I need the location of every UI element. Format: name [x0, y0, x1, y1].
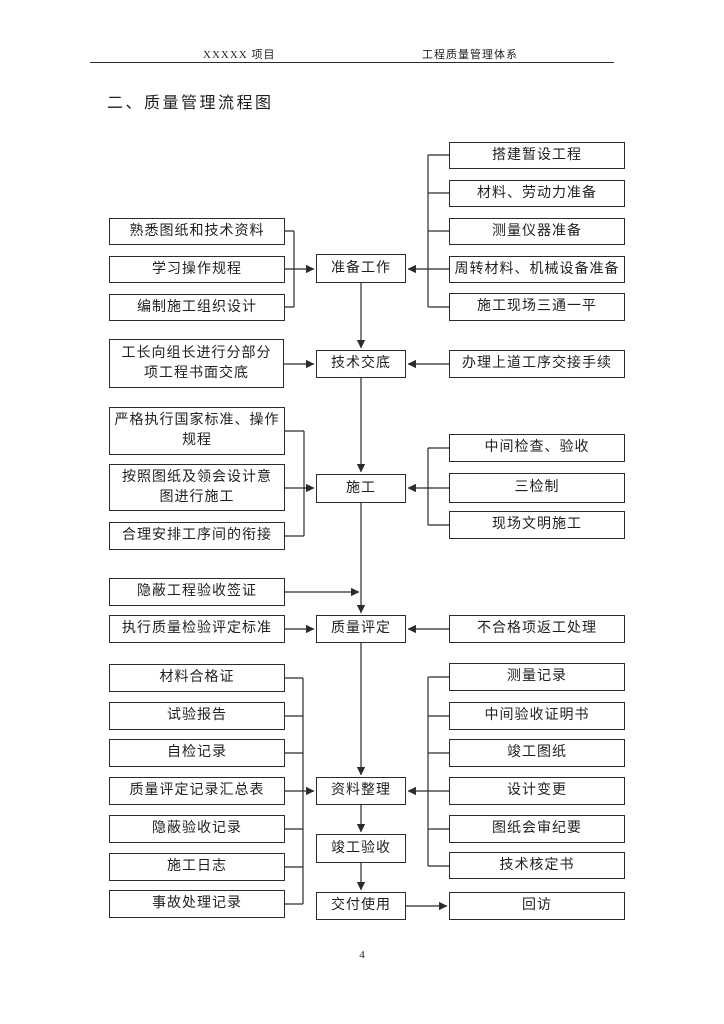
- flow-box-compile-construction-design: 编制施工组织设计: [109, 294, 285, 321]
- flow-box-prepare-work: 准备工作: [316, 254, 406, 283]
- flow-box-technical-disclosure: 技术交底: [316, 350, 406, 378]
- flow-box-hidden-work-signoff: 隐蔽工程验收签证: [109, 578, 285, 606]
- page-title: 二、质量管理流程图: [107, 95, 274, 112]
- flow-box-construction-log: 施工日志: [109, 853, 285, 881]
- flow-box-material-labor-preparation: 材料、劳动力准备: [449, 180, 625, 207]
- flow-box-intermediate-inspection: 中间检查、验收: [449, 434, 625, 462]
- flow-box-written-disclosure: 工长向组长进行分部分 项工程书面交底: [109, 339, 284, 388]
- flow-box-technical-verification: 技术核定书: [449, 852, 625, 879]
- page-number: 4: [359, 949, 365, 961]
- flow-box-quality-inspection-standards: 执行质量检验评定标准: [109, 615, 285, 643]
- flow-box-quality-evaluation: 质量评定: [316, 615, 406, 643]
- flow-box-data-collation: 资料整理: [316, 777, 406, 805]
- header-project-name: XXXXX 项目: [203, 49, 276, 61]
- header-document-system: 工程质量管理体系: [422, 49, 518, 61]
- flow-box-design-changes: 设计变更: [449, 777, 625, 805]
- flow-box-intermediate-acceptance-certificate: 中间验收证明书: [449, 702, 625, 730]
- flow-box-hidden-acceptance-records: 隐蔽验收记录: [109, 815, 285, 843]
- flow-box-drawing-review-minutes: 图纸会审纪要: [449, 815, 625, 843]
- flow-box-civilized-construction: 现场文明施工: [449, 511, 625, 539]
- flow-box-follow-drawings: 按照图纸及领会设计意 图进行施工: [109, 464, 285, 511]
- flow-box-arrange-processes: 合理安排工序间的衔接: [109, 522, 285, 550]
- flow-box-survey-instruments: 测量仪器准备: [449, 218, 625, 245]
- flow-box-familiarize-drawings: 熟悉图纸和技术资料: [109, 218, 285, 245]
- flow-box-site-three-connections: 施工现场三通一平: [449, 293, 625, 321]
- flow-box-learn-procedures: 学习操作规程: [109, 256, 285, 283]
- flow-box-handover: 交付使用: [316, 892, 406, 920]
- flow-box-survey-records: 测量记录: [449, 663, 625, 691]
- flow-box-accident-records: 事故处理记录: [109, 890, 285, 918]
- header-divider: [90, 62, 614, 63]
- flow-box-quality-record-summary: 质量评定记录汇总表: [109, 777, 285, 805]
- flow-box-rework-handling: 不合格项返工处理: [449, 615, 625, 643]
- flow-box-prior-process-handover: 办理上道工序交接手续: [449, 350, 625, 378]
- flow-box-turnover-materials-equipment: 周转材料、机械设备准备: [449, 256, 625, 283]
- flow-box-as-built-drawings: 竣工图纸: [449, 739, 625, 767]
- flow-box-self-inspection-records: 自检记录: [109, 739, 285, 767]
- flow-box-completion-acceptance: 竣工验收: [316, 834, 406, 863]
- flow-box-return-visit: 回访: [449, 892, 625, 920]
- flow-box-construction: 施工: [316, 474, 406, 503]
- flow-box-three-check-system: 三检制: [449, 473, 625, 503]
- flow-box-temporary-works: 搭建暂设工程: [449, 142, 625, 169]
- flow-box-material-certificates: 材料合格证: [109, 664, 285, 692]
- flow-box-national-standards: 严格执行国家标准、操作 规程: [109, 407, 285, 455]
- flow-box-test-reports: 试验报告: [109, 702, 285, 730]
